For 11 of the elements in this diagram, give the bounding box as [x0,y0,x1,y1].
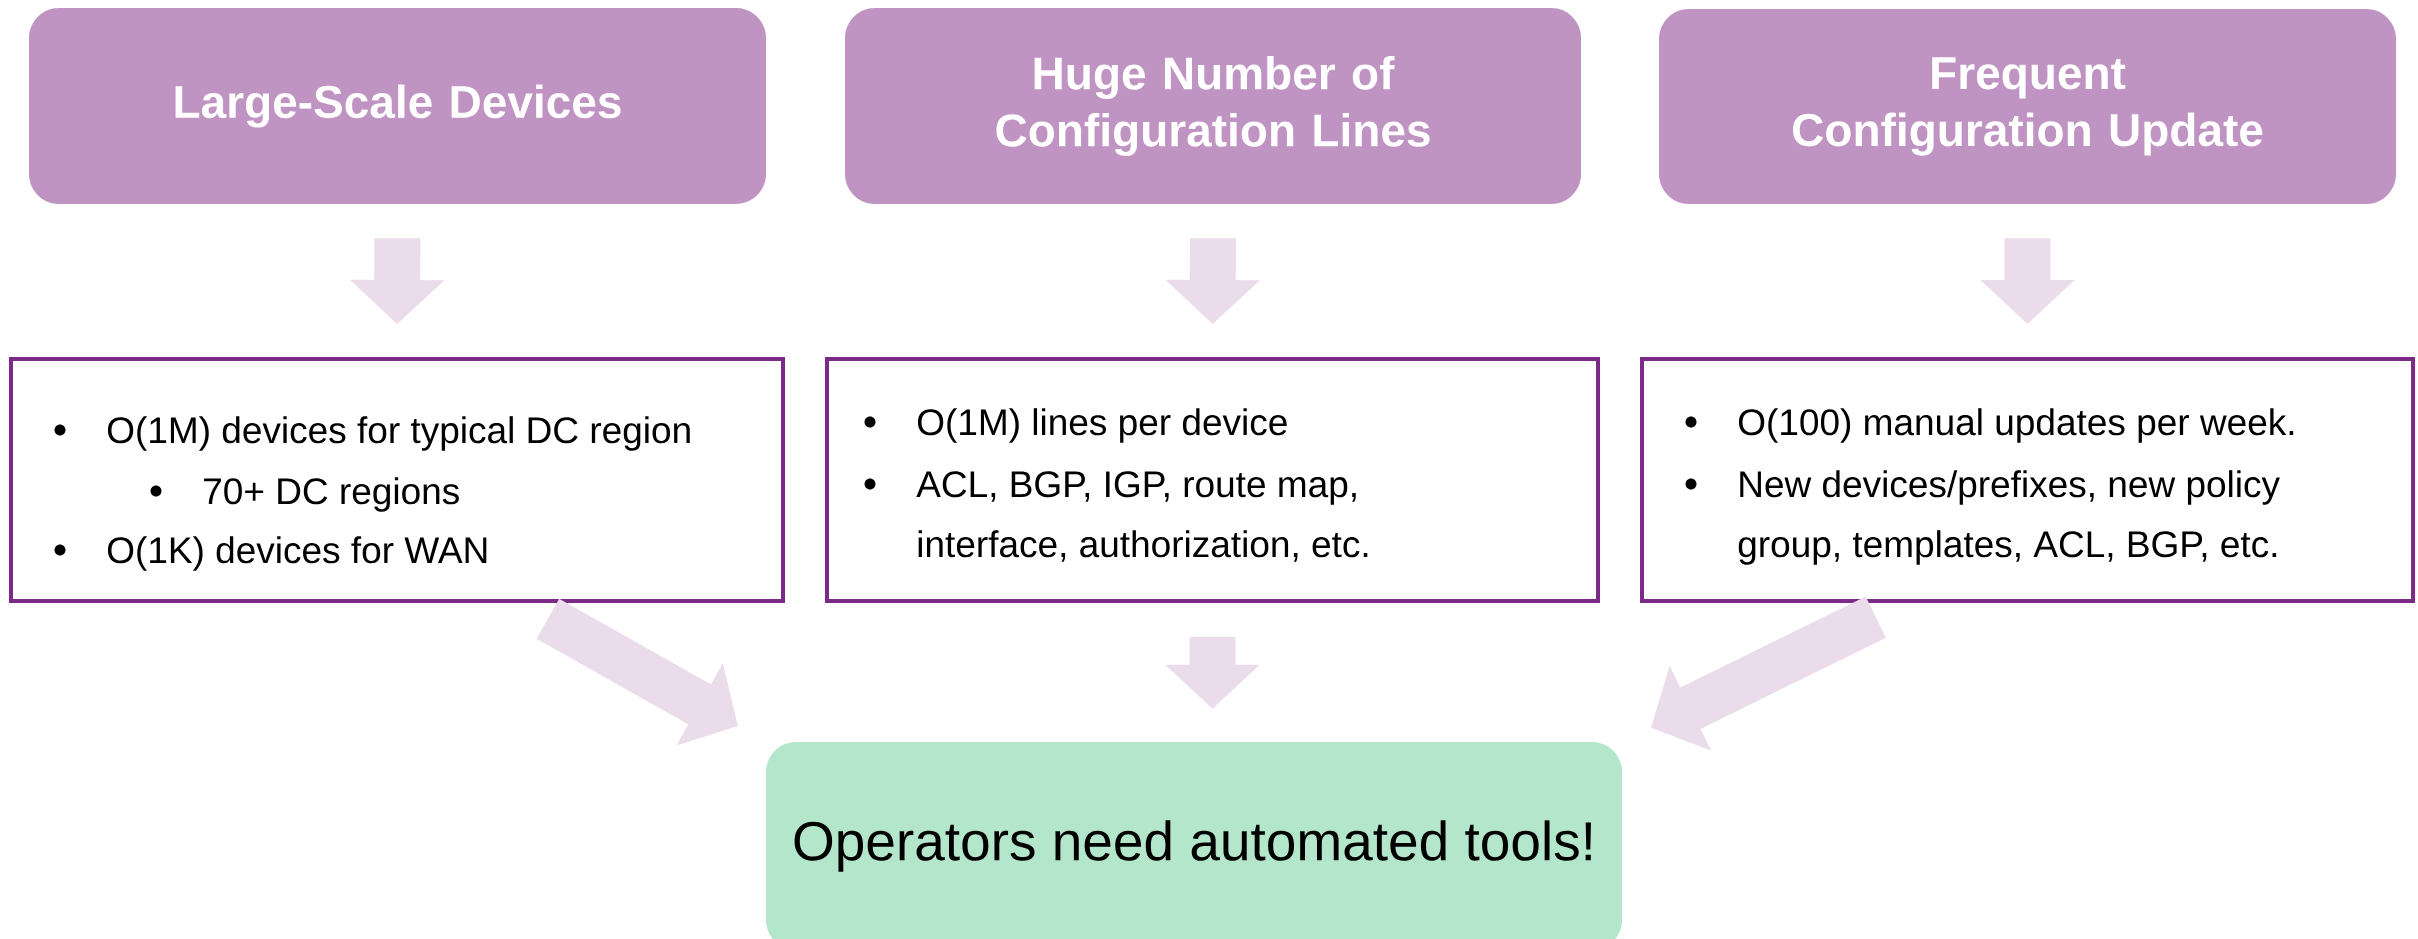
list-item: O(100) manual updates per week. [1738,408,2294,443]
list-item: 70+ DC regions [204,477,459,512]
heading-box: Huge Number of Configuration Lines [845,8,1582,204]
heading-box: Large-Scale Devices [29,8,766,204]
heading-box: Frequent Configuration Update [1659,9,2397,204]
list-item: ACL, BGP, IGP, route map, interface, authorization, etc. [916,471,1368,562]
list-item: O(1M) devices for typical DC region [107,416,690,451]
list-item: New devices/prefixes, new policy group, templates, ACL, BGP, etc. [1738,470,2280,565]
list-item: O(1K) devices for WAN [107,536,487,571]
list-item: O(1M) lines per device [917,408,1287,443]
callout-box: Operators need automated tools! [766,742,1623,939]
